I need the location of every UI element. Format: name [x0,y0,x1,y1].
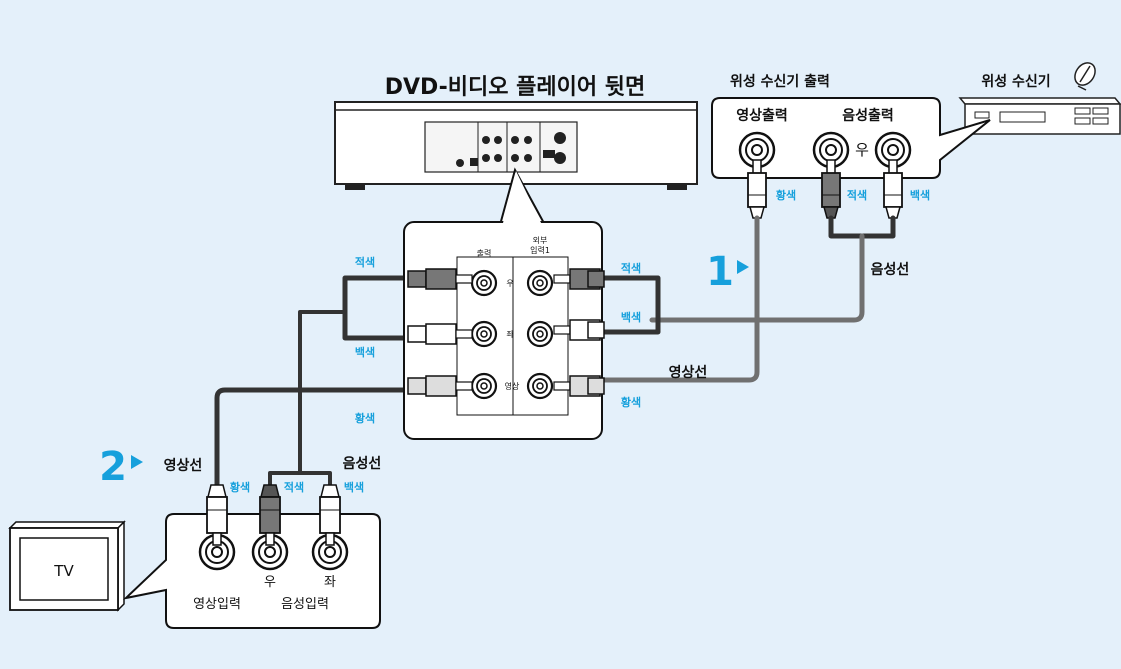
step-2-arrow-icon [131,455,143,469]
sat-yellow-label: 황색 [776,188,796,202]
satellite-audio-out-label: 음성출력 [842,107,894,124]
tv-white-label: 백색 [344,480,364,494]
panel-plug-out-red [407,268,473,290]
panel-ext-input-label-1: 외부 [533,235,548,245]
tv-video-input-label: 영상입력 [193,597,241,612]
dvd-panel-callout [403,167,603,440]
panel-out-video-jack-icon [470,372,498,400]
sat-right-label: 우 [855,141,869,159]
panel-plug-out-white [407,323,473,345]
step-1-number: 1 [706,249,734,295]
panel-out-white-label: 백색 [355,345,375,359]
panel-in-yellow-label: 황색 [621,395,641,409]
sat-video-cable-label: 영상선 [669,364,708,381]
panel-out-yellow-label: 황색 [355,411,375,425]
panel-output-label: 출력 [477,248,492,258]
sat-red-label: 적색 [847,188,867,202]
tv-white-plug [319,484,341,546]
tv-yellow-label: 황색 [230,480,250,494]
panel-plug-out-yellow [407,375,473,397]
tv-video-cable-label: 영상선 [164,457,203,474]
sat-white-label: 백색 [910,188,930,202]
tv-red-plug [259,484,281,546]
sat-audio-cable-label: 음성선 [871,262,910,278]
panel-left-label: 좌 [506,330,514,339]
panel-in-red-label: 적색 [621,261,641,275]
panel-in-right-jack-icon [526,269,554,297]
panel-in-white-label: 백색 [621,310,641,324]
sat-red-plug [821,159,841,219]
tv-audio-cable-label: 음성선 [343,456,382,472]
cables [214,215,896,488]
satellite-receiver-label: 위성 수신기 [981,74,1050,90]
tv-set [8,520,126,612]
panel-video-label: 영상 [505,381,520,391]
satellite-receiver [958,62,1121,135]
step-1-arrow-icon [737,260,749,274]
dvd-title: DVD-비디오 플레이어 뒷면 [385,75,646,100]
panel-out-left-jack-icon [470,320,498,348]
tv-audio-input-label: 음성입력 [281,597,329,612]
tv-right-label: 우 [264,575,276,590]
panel-in-left-jack-icon [526,320,554,348]
satellite-output-callout [711,97,991,179]
sat-video-plug [747,159,767,219]
sat-white-plug [883,159,903,219]
step-2-number: 2 [99,444,127,490]
panel-plug-in-yellow [553,375,605,397]
satellite-output-title: 위성 수신기 출력 [730,73,830,90]
panel-plug-in-red [553,268,605,290]
panel-ext-input-label-2: 입력1 [530,245,550,255]
tv-video-plug [206,484,228,546]
satellite-video-out-label: 영상출력 [736,107,788,124]
tv-label: TV [53,562,74,580]
tv-left-label: 좌 [324,575,336,590]
panel-out-right-jack-icon [470,269,498,297]
tv-callout [122,513,381,629]
panel-out-red-label: 적색 [355,255,375,269]
panel-in-video-jack-icon [526,372,554,400]
tv-red-label: 적색 [284,480,304,494]
panel-right-label: 우 [506,279,513,288]
panel-plug-in-white [553,319,605,341]
